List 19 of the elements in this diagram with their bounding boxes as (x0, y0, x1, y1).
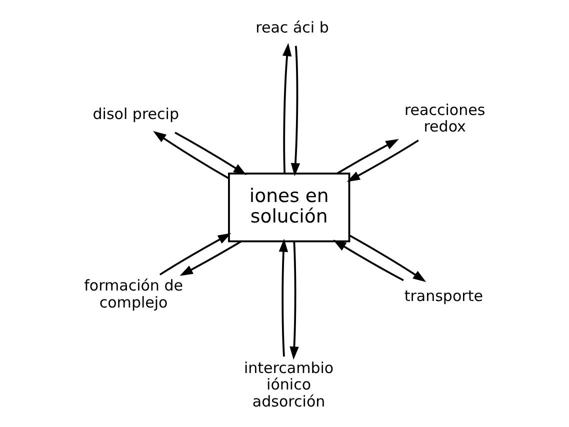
node-text: reacciones redox (404, 100, 486, 136)
arrow (278, 238, 288, 357)
arrow (159, 233, 232, 276)
arrow (336, 138, 399, 174)
arrow (282, 42, 292, 174)
arrow (333, 240, 404, 282)
arrow (153, 131, 230, 180)
node-text: reac áci b (256, 18, 329, 36)
arrow (174, 132, 247, 176)
node-box: iones en solución (228, 172, 350, 242)
node-text: disol precip (92, 105, 179, 124)
arrow (290, 46, 300, 176)
node-text: transporte (404, 286, 483, 305)
node-text: formación de complejo (84, 276, 183, 312)
arrow (290, 241, 299, 360)
arrow (346, 140, 419, 182)
node-text: intercambio iónico adsorción (244, 358, 334, 411)
arrow (348, 234, 426, 282)
arrow (180, 240, 242, 276)
